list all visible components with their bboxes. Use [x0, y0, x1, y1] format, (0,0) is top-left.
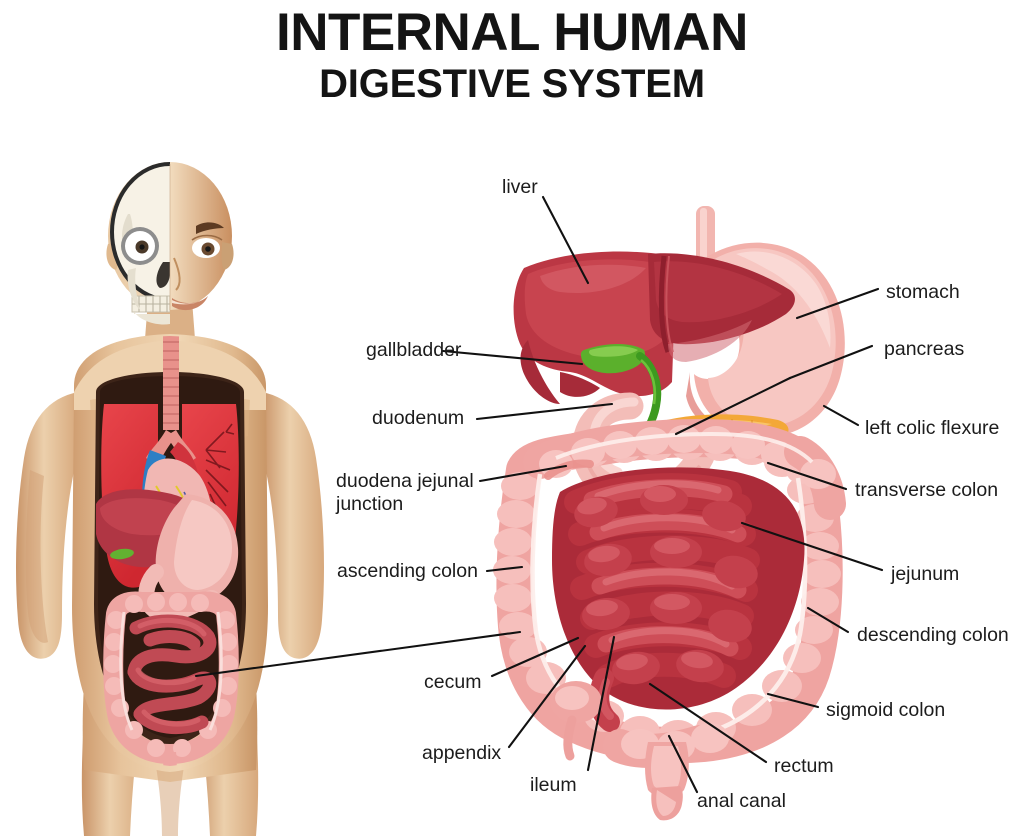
label-rectum: rectum: [774, 755, 834, 777]
leader-left-colic-flexure: [822, 404, 860, 427]
digestive-tract: [493, 206, 846, 821]
leader-ascending-colon: [485, 565, 524, 573]
leader-rectum: [648, 682, 768, 764]
label-jejunum: jejunum: [891, 563, 960, 585]
leader-anal-canal: [667, 734, 699, 794]
leader-liver: [541, 195, 590, 285]
human-head: [106, 162, 234, 325]
leader-appendix: [507, 644, 587, 749]
rectum-in-body: [163, 752, 177, 766]
label-sigmoid-colon: sigmoid colon: [826, 699, 946, 721]
label-anal-canal: anal canal: [697, 790, 786, 812]
label-appendix: appendix: [422, 742, 502, 764]
duodena-jejunal-junction: [544, 459, 594, 480]
label-pancreas: pancreas: [884, 338, 965, 360]
label-descending-colon: descending colon: [857, 624, 1009, 646]
skull-half: [110, 162, 170, 325]
leader-pancreas-tail: [674, 376, 792, 436]
leader-descending-colon: [806, 606, 850, 634]
leader-duodena-jejunal-junction: [478, 464, 568, 483]
gallbladder-in-body: [110, 548, 134, 560]
label-cecum: cecum: [424, 671, 482, 693]
taenia-transverse: [555, 431, 814, 464]
gallbladder: [580, 344, 646, 374]
label-duodena-jejunal-junction-line2: junction: [336, 493, 404, 515]
human-internal-organs: [96, 336, 239, 766]
leader-gallbladder: [441, 349, 584, 366]
label-gallbladder: gallbladder: [366, 339, 462, 361]
leader-jejunum: [740, 521, 884, 572]
face-half: [172, 222, 224, 311]
label-duodena-jejunal-junction-line1: duodena jejunal: [336, 470, 474, 492]
trachea: [163, 336, 179, 430]
leader-stomach: [795, 287, 880, 320]
label-liver: liver: [502, 176, 538, 198]
human-arms: [16, 392, 324, 659]
leader-duodenum: [475, 402, 614, 421]
leader-ileum: [586, 635, 616, 772]
anal-canal: [651, 786, 683, 821]
label-left-colic-flexure: left colic flexure: [865, 417, 1000, 439]
leader-pancreas-line: [788, 344, 874, 380]
label-ileum: ileum: [530, 774, 577, 796]
small-intestine: [552, 467, 805, 710]
label-duodenum: duodenum: [372, 407, 465, 429]
label-stomach: stomach: [886, 281, 960, 303]
leader-transverse-colon: [766, 461, 848, 491]
taenia-right: [715, 477, 808, 733]
leader-human-to-diagram: [194, 630, 522, 678]
label-ascending-colon: ascending colon: [337, 560, 478, 582]
cecum: [550, 681, 602, 723]
appendix: [563, 715, 577, 761]
leader-sigmoid-colon: [766, 692, 820, 709]
leader-cecum: [490, 636, 580, 678]
label-transverse-colon: transverse colon: [855, 479, 999, 501]
